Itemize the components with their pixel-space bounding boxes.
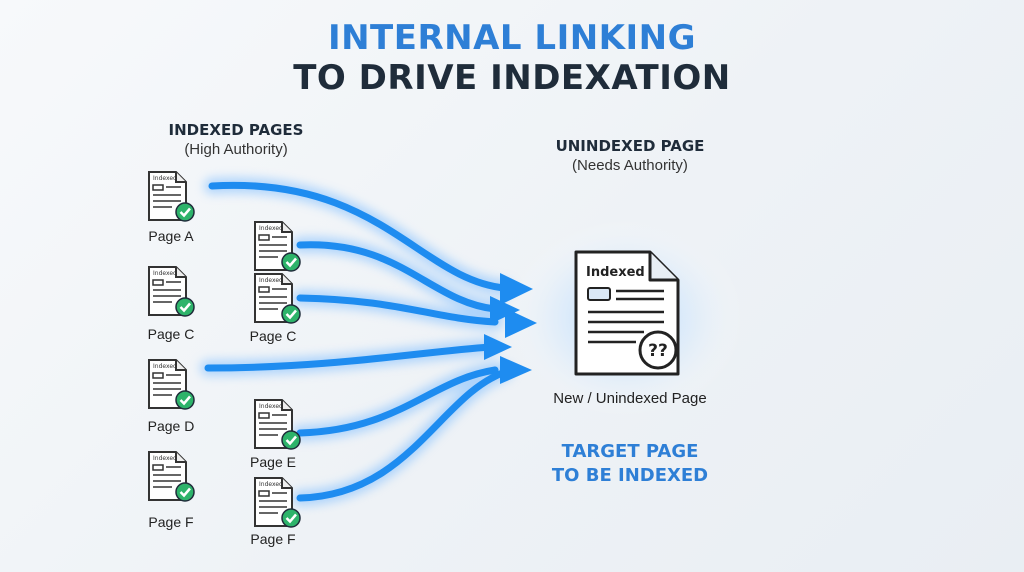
indexed-pages-subheading: (High Authority) [184,141,288,158]
unindexed-page-label: New / Unindexed Page [553,390,707,407]
page-a-doc-icon: Indexed [148,171,195,222]
target-doc-tag: Indexed [586,265,645,280]
arrow-head-5 [500,356,532,384]
page-f2-doc-icon: Indexed [254,477,301,528]
svg-text:Indexed: Indexed [259,277,283,284]
page-c2-label: Page C [249,328,297,344]
svg-text:??: ?? [648,341,668,361]
page-unlabeled-doc-icon: Indexed [254,221,301,272]
link-path-2 [296,241,499,313]
page-f-doc-icon: Indexed [148,451,195,502]
page-d-label: Page D [147,418,195,434]
page-e-doc-icon: Indexed [254,399,301,450]
svg-text:Indexed: Indexed [153,175,177,182]
target-caption-line-2: TO BE INDEXED [551,465,709,486]
link-path-3 [296,294,499,326]
target-caption-line-1: TARGET PAGE [561,441,699,462]
link-path-1 [208,181,509,292]
arrow-head-1 [500,273,533,305]
svg-text:Indexed: Indexed [259,481,283,488]
page-a-label: Page A [148,228,194,244]
page-e-label: Page E [250,454,296,470]
page-c-doc-icon: Indexed [148,266,195,317]
arrow-head-3 [505,308,537,338]
target-caption: TARGET PAGE TO BE INDEXED [510,440,750,488]
svg-text:Indexed: Indexed [259,403,283,410]
arrow-head-4 [484,334,512,360]
page-c2-doc-icon: Indexed [254,273,301,324]
svg-text:Indexed: Indexed [153,270,177,277]
title-line-2: TO DRIVE INDEXATION [293,58,731,98]
unindexed-page-subheading: (Needs Authority) [572,157,688,174]
page-f2-label: Page F [250,531,296,547]
question-badge-icon [638,330,678,370]
svg-text:Indexed: Indexed [153,363,177,370]
link-paths [200,177,537,506]
indexed-pages-heading: INDEXED PAGES [168,121,304,139]
unindexed-page-heading: UNINDEXED PAGE [555,137,705,155]
page-d-doc-icon: Indexed [148,359,195,410]
link-path-6 [296,368,509,502]
page-f-label: Page F [148,514,194,530]
unindexed-page-doc-icon: Indexed ?? [574,250,680,376]
svg-text:Indexed: Indexed [259,225,283,232]
title-line-1: INTERNAL LINKING [327,18,697,58]
link-path-4 [204,343,494,372]
link-path-5 [296,366,499,437]
page-c-label: Page C [147,326,195,342]
svg-text:Indexed: Indexed [153,455,177,462]
